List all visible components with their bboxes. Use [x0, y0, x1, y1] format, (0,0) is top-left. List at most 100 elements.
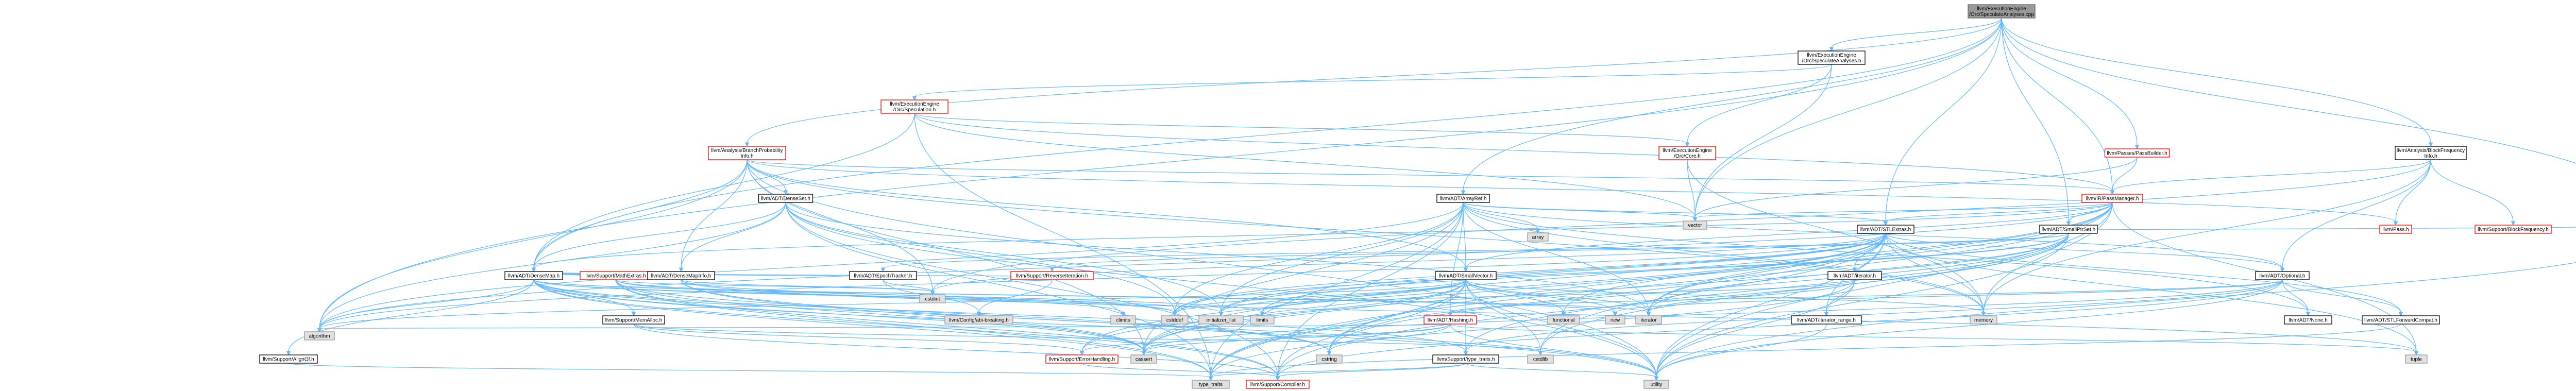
node-typetraits_h[interactable]: llvm/Support/type_traits.h	[1432, 354, 1499, 364]
node-cassert[interactable]: cassert	[1130, 354, 1157, 364]
node-array[interactable]: array	[1527, 232, 1549, 242]
node-stlforwardcompat_h[interactable]: llvm/ADT/STLForwardCompat.h	[2362, 315, 2440, 325]
node-memalloc_h[interactable]: llvm/Support/MemAlloc.h	[602, 315, 665, 325]
edge-arrayref_h-to-smallvector_h	[1463, 202, 1466, 269]
node-tuple[interactable]: tuple	[2405, 354, 2428, 364]
node-box	[1791, 315, 1862, 325]
edge-stlextras_h-to-cstddef	[1174, 233, 1886, 313]
edge-smallvector_h-to-utility	[1465, 279, 1657, 378]
node-box	[2284, 315, 2332, 325]
node-pass_h[interactable]: llvm/Pass.h	[2379, 225, 2412, 234]
node-support_blockfreq_h[interactable]: llvm/Support/BlockFrequency.h	[2475, 225, 2552, 234]
edge-blockfreq_h-to-optional_h	[2282, 159, 2431, 269]
node-label: llvm/Support/MemAlloc.h	[605, 318, 663, 324]
node-cstdint[interactable]: cstdint	[919, 294, 946, 303]
node-vector[interactable]: vector	[1683, 220, 1707, 230]
edge-smallptrset_h-to-cassert	[1143, 233, 2069, 352]
edge-root-to-passmanager_h	[2001, 18, 2113, 192]
node-densemapinfo_h[interactable]: llvm/ADT/DenseMapInfo.h	[647, 271, 715, 280]
edge-smallptrset_h-to-iterator	[1648, 233, 2069, 313]
edge-arrowhead	[1654, 376, 1659, 381]
node-passmanager_h[interactable]: llvm/IR/PassManager.h	[2081, 194, 2143, 203]
edge-arrowhead	[744, 142, 750, 147]
node-arrayref_h[interactable]: llvm/ADT/ArrayRef.h	[1436, 194, 1490, 203]
node-climits[interactable]: climits	[1110, 315, 1136, 325]
node-cstddef[interactable]: cstddef	[1161, 315, 1189, 325]
node-label: llvm/Analysis/BlockFrequency	[2397, 148, 2465, 154]
edge-arrowhead	[1613, 312, 1618, 317]
node-iterator_range_h[interactable]: llvm/ADT/iterator_range.h	[1791, 315, 1862, 325]
node-label: array	[1532, 235, 1544, 241]
node-configabi_h[interactable]: llvm/Config/abi-breaking.h	[944, 315, 1013, 325]
node-functional[interactable]: functional	[1547, 315, 1580, 325]
edge-stlextras_h-to-functional	[1563, 233, 1886, 313]
edge-arrayref_h-to-memory	[1463, 202, 1984, 313]
node-box	[1547, 315, 1580, 325]
edge-branchprob_h-to-algorithm	[319, 159, 748, 329]
node-label: tuple	[2411, 357, 2422, 363]
node-box	[1683, 220, 1707, 230]
edge-arrowhead	[1327, 351, 1332, 356]
edge-denseset_h-to-cstddef	[785, 202, 1175, 313]
node-memory[interactable]: memory	[1970, 315, 1997, 325]
edge-denseset_h-to-densemap_h	[533, 202, 786, 269]
edge-densemap_h-to-memalloc_h	[533, 279, 634, 313]
edge-arrowhead	[1646, 312, 1651, 317]
node-reverseiteration_h[interactable]: llvm/Support/ReverseIteration.h	[1010, 271, 1094, 280]
node-stlextras_h[interactable]: llvm/ADT/STLExtras.h	[1857, 225, 1914, 234]
edge-arrowhead	[317, 328, 322, 333]
edge-densemap_h-to-alignof_h	[288, 279, 534, 352]
edge-arrowhead	[2393, 221, 2398, 226]
edge-passmanager_h-to-densemap_h	[533, 202, 2113, 269]
node-box	[2395, 146, 2467, 160]
node-epochtracker_h[interactable]: llvm/ADT/EpochTracker.h	[849, 271, 917, 280]
node-box	[259, 354, 318, 364]
node-initializer_list[interactable]: initializer_list	[1198, 315, 1244, 325]
node-supportmathextras_h[interactable]: llvm/Support/MathExtras.h	[580, 271, 652, 280]
node-label: /Orc/SpeculateAnalyses.cpp	[1969, 12, 2034, 18]
node-cstring[interactable]: cstring	[1316, 354, 1343, 364]
node-hashing_h[interactable]: llvm/ADT/Hashing.h	[1423, 315, 1477, 325]
edge-root-to-passbuilder_h	[2001, 18, 2138, 146]
node-algorithm[interactable]: algorithm	[304, 331, 335, 341]
node-iterator_h[interactable]: llvm/ADT/iterator.h	[1827, 271, 1882, 280]
node-iterator[interactable]: iterator	[1635, 315, 1662, 325]
node-smallptrset_h[interactable]: llvm/ADT/SmallPtrSet.h	[2039, 225, 2098, 234]
edge-smallvector_h-to-cstddef	[1174, 279, 1466, 313]
node-speculateanalyses_h[interactable]: llvm/ExecutionEngine/Orc/SpeculateAnalys…	[1798, 50, 1866, 65]
edge-arrowhead	[1260, 312, 1265, 317]
node-denseset_h[interactable]: llvm/ADT/DenseSet.h	[758, 194, 814, 203]
node-passbuilder_h[interactable]: llvm/Passes/PassBuilder.h	[2104, 148, 2170, 158]
edge-speculation_h-to-core_h	[914, 113, 1688, 144]
edge-stlextras_h-to-initializer_list	[1221, 233, 1886, 313]
node-errorhandling_h[interactable]: llvm/Support/ErrorHandling.h	[1045, 354, 1118, 364]
node-compiler_h[interactable]: llvm/Support/Compiler.h	[1246, 380, 1310, 389]
node-new[interactable]: new	[1605, 315, 1625, 325]
node-box	[1110, 315, 1136, 325]
node-label: algorithm	[309, 334, 330, 339]
edge-speculation_h-to-vector	[914, 113, 1696, 218]
node-optional_h[interactable]: llvm/ADT/Optional.h	[2255, 271, 2310, 280]
node-type_traits[interactable]: type_traits	[1192, 380, 1230, 389]
node-core_h[interactable]: llvm/ExecutionEngine/Orc/Core.h	[1658, 146, 1716, 160]
node-label: cstdint	[925, 297, 940, 302]
node-alignof_h[interactable]: llvm/Support/AlignOf.h	[259, 354, 318, 364]
node-label: limits	[1257, 318, 1268, 324]
node-densemap_h[interactable]: llvm/ADT/DenseMap.h	[504, 271, 563, 280]
node-smallvector_h[interactable]: llvm/ADT/SmallVector.h	[1435, 271, 1497, 280]
edge-stlextras_h-to-cstdint	[932, 233, 1886, 292]
edge-iterator_h-to-iterator	[1648, 279, 1855, 313]
node-cstdlib[interactable]: cstdlib	[1527, 354, 1554, 364]
node-utility[interactable]: utility	[1643, 380, 1669, 389]
node-box	[1198, 315, 1244, 325]
node-label: llvm/ADT/STLForwardCompat.h	[2364, 318, 2437, 324]
node-none_h[interactable]: llvm/ADT/None.h	[2284, 315, 2332, 325]
node-box	[1643, 380, 1669, 389]
edge-root-to-densemap_h	[533, 18, 2002, 269]
node-speculation_h[interactable]: llvm/ExecutionEngine/Orc/Speculation.h	[880, 99, 948, 114]
node-limits[interactable]: limits	[1250, 315, 1275, 325]
node-box	[602, 315, 665, 325]
edge-hashing_h-to-errorhandling_h	[1081, 324, 1451, 352]
